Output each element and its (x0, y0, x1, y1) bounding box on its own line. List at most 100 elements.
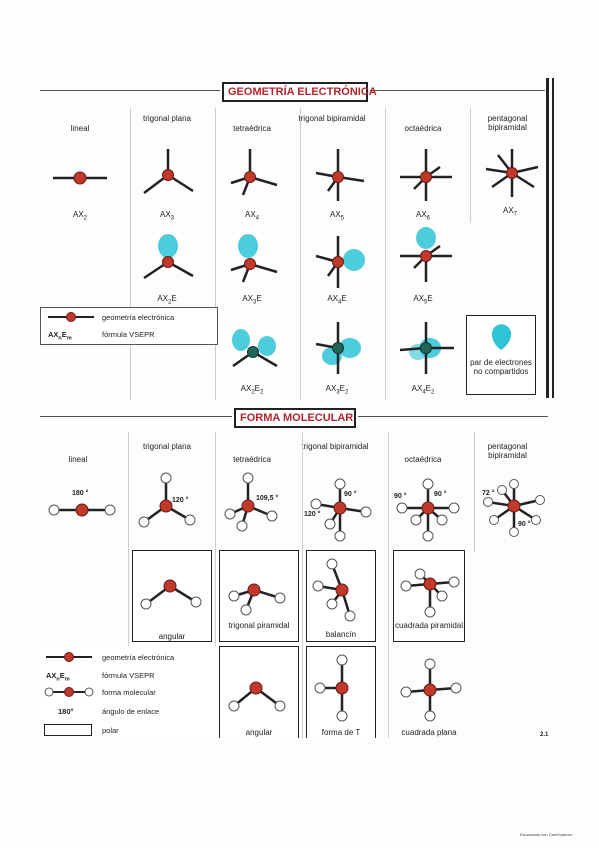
label-square-pyramidal: cuadrada piramidal (394, 621, 464, 630)
tetrahedral-ax2e2-model (232, 329, 278, 368)
section-rule (40, 416, 232, 417)
trigonal-pyramidal-shape-model (228, 583, 286, 616)
legend2-geometry-symbol (46, 652, 92, 662)
page-number: 2.1 (540, 732, 549, 738)
tetrahedral-ax3e-model (230, 234, 278, 283)
column-header-pentagonal-bipiramidal: pentagonal bipiramidal (487, 114, 528, 132)
polar-box-angular (132, 550, 212, 642)
section-rule (370, 90, 545, 91)
page-edge-bar (552, 78, 554, 398)
angular-shape-model-2 (228, 681, 286, 712)
shape-header-trigonal-plana: trigonal plana (142, 442, 192, 451)
trigonal-shape-model: 120 ° (138, 472, 196, 528)
seesaw-shape-model (312, 558, 356, 622)
formula-ax4e2: AX4E2 (411, 384, 435, 396)
column-header-trigonal-bipiramidal: trigonal bipiramidal (298, 114, 366, 123)
molecular-shape-title: FORMA MOLECULAR (234, 408, 356, 428)
column-header-trigonal-plana: trigonal plana (142, 114, 192, 123)
label-seesaw: balancín (325, 630, 357, 639)
formula-ax7: AX7 (502, 206, 517, 218)
formula-ax4: AX4 (244, 210, 259, 222)
t-shape-model (314, 654, 349, 722)
shape-header-lineal: lineal (68, 455, 88, 464)
tetrahedral-shape-model: 109,5 ° (224, 472, 278, 532)
angle-tetrahedral: 109,5 ° (256, 494, 278, 502)
trigonal-ax2e-model (143, 234, 194, 280)
grid-line (388, 432, 389, 738)
column-header-lineal: lineal (70, 124, 90, 133)
legend-formula-label: fórmula VSEPR (102, 330, 155, 339)
grid-line (300, 108, 301, 400)
legend2-shape-symbol (44, 687, 94, 697)
shape-header-octaedrica: octaédrica (404, 455, 442, 464)
grid-line (128, 432, 129, 738)
linear-ax2-model (53, 171, 107, 185)
trigonal-bipyramidal-ax3e2-model (315, 322, 361, 374)
formula-ax5e: AX5E (413, 294, 433, 306)
pentagonal-bipyramidal-ax7-model (485, 149, 539, 197)
angle-tbp-equatorial: 120 ° (304, 510, 321, 518)
legend2-formula-symbol: AXnEm (46, 671, 70, 683)
linear-shape-model: 180 ° (48, 489, 116, 517)
formula-ax3: AX3 (159, 210, 174, 222)
formula-ax2e2: AX2E2 (240, 384, 264, 396)
octahedral-shape-model: 90 ° 90 ° (394, 478, 460, 542)
formula-ax3e: AX3E (242, 294, 262, 306)
grid-line (130, 108, 131, 400)
trigonal-bipyramidal-ax5-model (315, 149, 365, 201)
label-trigonal-pyramidal: trigonal piramidal (228, 621, 290, 630)
scanner-watermark: Escaneado con CamScanner (520, 832, 573, 837)
angular-shape-model (140, 579, 202, 610)
angle-pbp-b: 90 ° (518, 520, 531, 528)
label-t-shape: forma de T (321, 728, 361, 737)
shape-header-tetraedrica: tetraédrica (233, 455, 271, 464)
octahedral-ax4e2-model (399, 322, 454, 374)
legend2-geometry-label: geometría electrónica (102, 653, 175, 662)
tetrahedral-ax4-model (230, 149, 278, 196)
angle-oct-a: 90 ° (394, 492, 407, 500)
legend2-polar-symbol (44, 724, 92, 736)
angle-oct-b: 90 ° (434, 490, 447, 498)
trigonal-bipyramidal-shape-model: 90 ° 120 ° (304, 478, 372, 542)
legend2-angle-symbol: 180° (58, 707, 74, 716)
legend2-angle-label: ángulo de enlace (102, 707, 160, 716)
electronic-geometry-title: GEOMETRÍA ELECTRÓNICA (222, 82, 377, 102)
angle-linear: 180 ° (72, 489, 89, 497)
square-planar-shape-model (400, 658, 462, 722)
legend2-shape-label: forma molecular (102, 688, 156, 697)
grid-line (302, 432, 303, 738)
page-edge-bar (546, 78, 549, 398)
shape-header-pentagonal-bipiramidal: pentagonal bipiramidal (487, 442, 528, 460)
legend2-polar-label: polar (102, 726, 119, 735)
grid-line (215, 432, 216, 738)
lone-pair-key-label: par de electrones no compartidos (470, 358, 532, 376)
formula-ax2e: AX2E (157, 294, 177, 306)
angle-trigonal: 120 ° (172, 496, 189, 504)
column-header-tetraedrica: tetraédrica (233, 124, 271, 133)
grid-line (385, 108, 386, 400)
square-pyramidal-shape-model (400, 568, 460, 618)
formula-ax5: AX5 (329, 210, 344, 222)
section-rule (358, 416, 548, 417)
octahedral-ax6-model (400, 149, 452, 201)
grid-line (470, 108, 471, 223)
formula-ax4e: AX4E (327, 294, 347, 306)
legend-formula-symbol: AXnEm (48, 330, 72, 342)
trigonal-bipyramidal-ax4e-model (315, 236, 365, 288)
formula-ax3e2: AX3E2 (325, 384, 349, 396)
angle-tbp-axial: 90 ° (344, 490, 357, 498)
octahedral-ax5e-model (400, 227, 452, 282)
grid-line (215, 108, 216, 400)
formula-ax2: AX2 (72, 210, 87, 222)
legend-geometry-label: geometría electrónica (102, 313, 175, 322)
lone-pair-icon (491, 324, 512, 350)
section-rule (40, 90, 220, 91)
column-header-octaedrica: octaédrica (404, 124, 442, 133)
legend-geometry-symbol (48, 312, 94, 322)
angle-pbp-a: 72 ° (482, 489, 495, 497)
pentagonal-bipyramidal-shape-model: 72 ° 90 ° (482, 479, 545, 537)
shape-header-trigonal-bipiramidal: trigonal bipiramidal (301, 442, 369, 451)
legend2-formula-label: fórmula VSEPR (102, 671, 155, 680)
label-square-planar: cuadrada plana (401, 728, 457, 737)
